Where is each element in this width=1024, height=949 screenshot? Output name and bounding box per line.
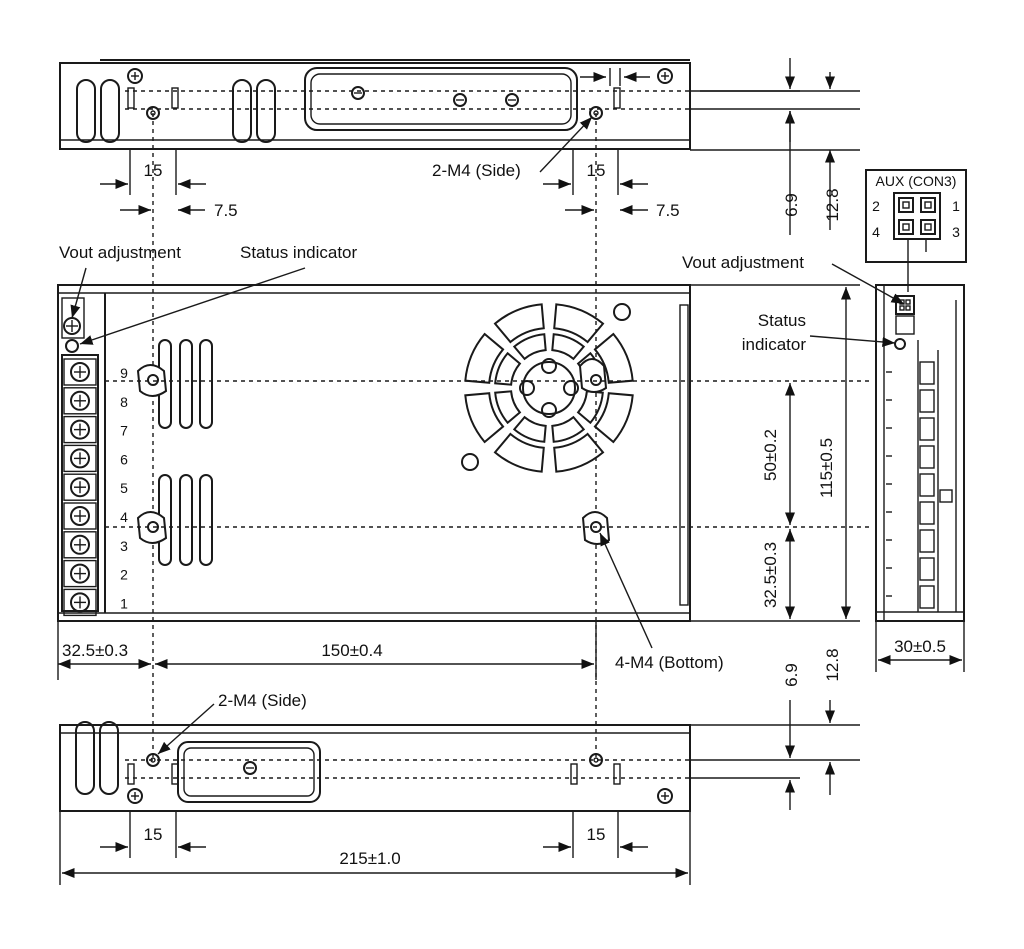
status-led-side-icon — [894, 338, 906, 350]
terminal-screw-icon — [70, 390, 90, 411]
screw-icon — [453, 93, 467, 107]
aux-pin-4: 4 — [872, 224, 880, 240]
dim-215: 215±1.0 — [339, 849, 400, 868]
screw-icon — [657, 68, 673, 84]
label-recess — [304, 67, 578, 131]
label-status-right-1: Status — [758, 311, 806, 330]
terminal-screw-icon — [70, 563, 90, 584]
main-front-view — [57, 284, 870, 622]
label-vout-adjustment-left: Vout adjustment — [59, 243, 181, 262]
screw-icon — [657, 788, 673, 804]
screw-icon — [505, 93, 519, 107]
terminal-screw-icon — [70, 362, 90, 382]
dim-32-5-horizontal: 32.5±0.3 — [62, 641, 128, 660]
top-view-outline — [59, 62, 691, 150]
mount-hole-icon — [589, 753, 603, 767]
screw-icon — [351, 86, 365, 100]
terminal-block — [61, 354, 99, 617]
aux-connector: AUX (CON3) 2 1 4 3 — [865, 169, 967, 292]
terminal-number: 4 — [120, 509, 128, 525]
screw-icon — [243, 761, 257, 775]
top-side-view — [59, 58, 860, 235]
aux-pin-1: 1 — [952, 198, 960, 214]
terminal-screw-icon — [70, 534, 90, 555]
dim-50: 50±0.2 — [761, 429, 780, 481]
dim-bottom-6-9: 6.9 — [782, 663, 801, 687]
terminal-screw-icon — [70, 477, 90, 498]
side-view-outline — [875, 284, 965, 622]
terminal-number: 5 — [120, 480, 128, 496]
terminal-number: 1 — [120, 595, 128, 611]
terminal-number: 6 — [120, 451, 128, 467]
terminal-number: 8 — [120, 394, 128, 410]
dim-150: 150±0.4 — [321, 641, 382, 660]
terminal-screw-icon — [70, 419, 90, 440]
aux-pin-2: 2 — [872, 198, 880, 214]
dim-top-left-7-5: 7.5 — [214, 201, 238, 220]
bottom-side-view — [59, 721, 691, 812]
terminal-number: 3 — [120, 538, 128, 554]
terminal-number: 7 — [120, 423, 128, 439]
screw-icon — [127, 788, 143, 804]
dim-bottom-12-8: 12.8 — [823, 648, 842, 681]
dim-bottom-right-15: 15 — [587, 825, 606, 844]
mount-hole-icon — [146, 753, 160, 767]
terminal-screw-icon — [70, 592, 90, 613]
terminal-screw-icon — [70, 506, 90, 526]
mount-hole-icon — [581, 511, 611, 545]
right-side-view — [875, 284, 965, 622]
dim-top-12-8: 12.8 — [823, 188, 842, 221]
vout-adjust-pot-icon — [61, 297, 85, 339]
label-4-m4-bottom: 4-M4 (Bottom) — [615, 653, 724, 672]
aux-pin-3: 3 — [952, 224, 960, 240]
status-led-icon — [65, 339, 79, 353]
aux-connector-label: AUX (CON3) — [876, 173, 957, 189]
terminal-screw-icon — [70, 448, 90, 469]
dim-top-right-7-5: 7.5 — [656, 201, 680, 220]
mount-hole-icon — [136, 364, 168, 397]
dim-top-6-9: 6.9 — [782, 193, 801, 217]
dim-115: 115±0.5 — [817, 438, 836, 498]
dim-32-5-vertical: 32.5±0.3 — [761, 542, 780, 608]
label-status-right-2: indicator — [742, 335, 807, 354]
main-view-outline — [57, 284, 691, 622]
dim-30: 30±0.5 — [894, 637, 946, 656]
label-2-m4-side-top: 2-M4 (Side) — [432, 161, 521, 180]
terminal-number: 9 — [120, 365, 128, 381]
fan-icon — [461, 303, 634, 473]
label-status-indicator-left: Status indicator — [240, 243, 358, 262]
screw-icon — [127, 68, 143, 84]
dim-bottom-left-15: 15 — [144, 825, 163, 844]
label-2-m4-side-bottom: 2-M4 (Side) — [218, 691, 307, 710]
terminal-number: 2 — [120, 567, 128, 583]
label-vout-adjustment-right: Vout adjustment — [682, 253, 804, 272]
